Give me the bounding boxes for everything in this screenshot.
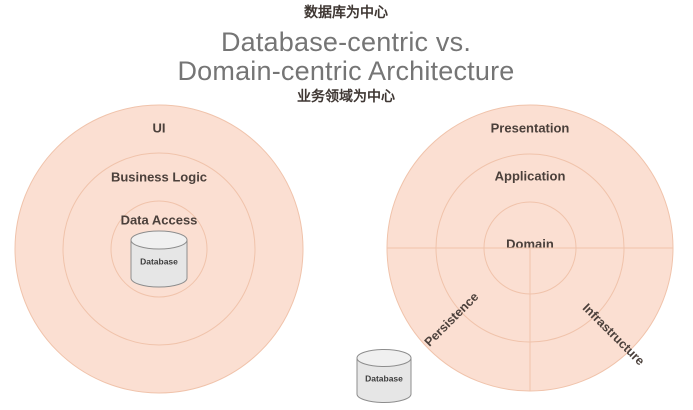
ring-application-label: Application	[495, 168, 566, 183]
database-cylinder-left[interactable]: Database	[130, 230, 188, 288]
left-architecture-group: UI Business Logic Data Access Database	[14, 104, 304, 394]
ring-data-access-label: Data Access	[121, 212, 198, 227]
sector-dividers	[387, 247, 673, 391]
database-cylinder-left-top	[130, 230, 188, 250]
ring-ui-label: UI	[153, 120, 166, 135]
title-cn-bottom: 业务领域为中心	[297, 88, 395, 105]
database-cylinder-right-body	[356, 357, 412, 403]
ring-presentation-label: Presentation	[491, 120, 570, 135]
database-cylinder-right-top	[356, 349, 412, 367]
title-en-line2: Domain-centric Architecture	[177, 56, 514, 86]
ring-business-logic-outline	[62, 152, 256, 346]
ring-business-logic[interactable]: Business Logic	[62, 152, 256, 346]
right-architecture-group: Presentation Application Domain Persiste…	[356, 104, 674, 403]
ring-data-access[interactable]: Data Access	[110, 200, 208, 298]
database-cylinder-left-body	[130, 239, 188, 288]
database-cylinder-left-label: Database	[140, 256, 178, 266]
title-block: 数据库为中心 Database-centric vs. Domain-centr…	[177, 4, 514, 105]
ring-ui-outline	[14, 104, 304, 394]
database-cylinder-right[interactable]: Database	[356, 349, 412, 403]
title-en-line1: Database-centric vs.	[221, 27, 471, 57]
title-cn-top: 数据库为中心	[304, 4, 388, 21]
ring-data-access-outline	[110, 200, 208, 298]
database-cylinder-right-label: Database	[365, 373, 403, 383]
ring-business-logic-label: Business Logic	[111, 169, 207, 184]
